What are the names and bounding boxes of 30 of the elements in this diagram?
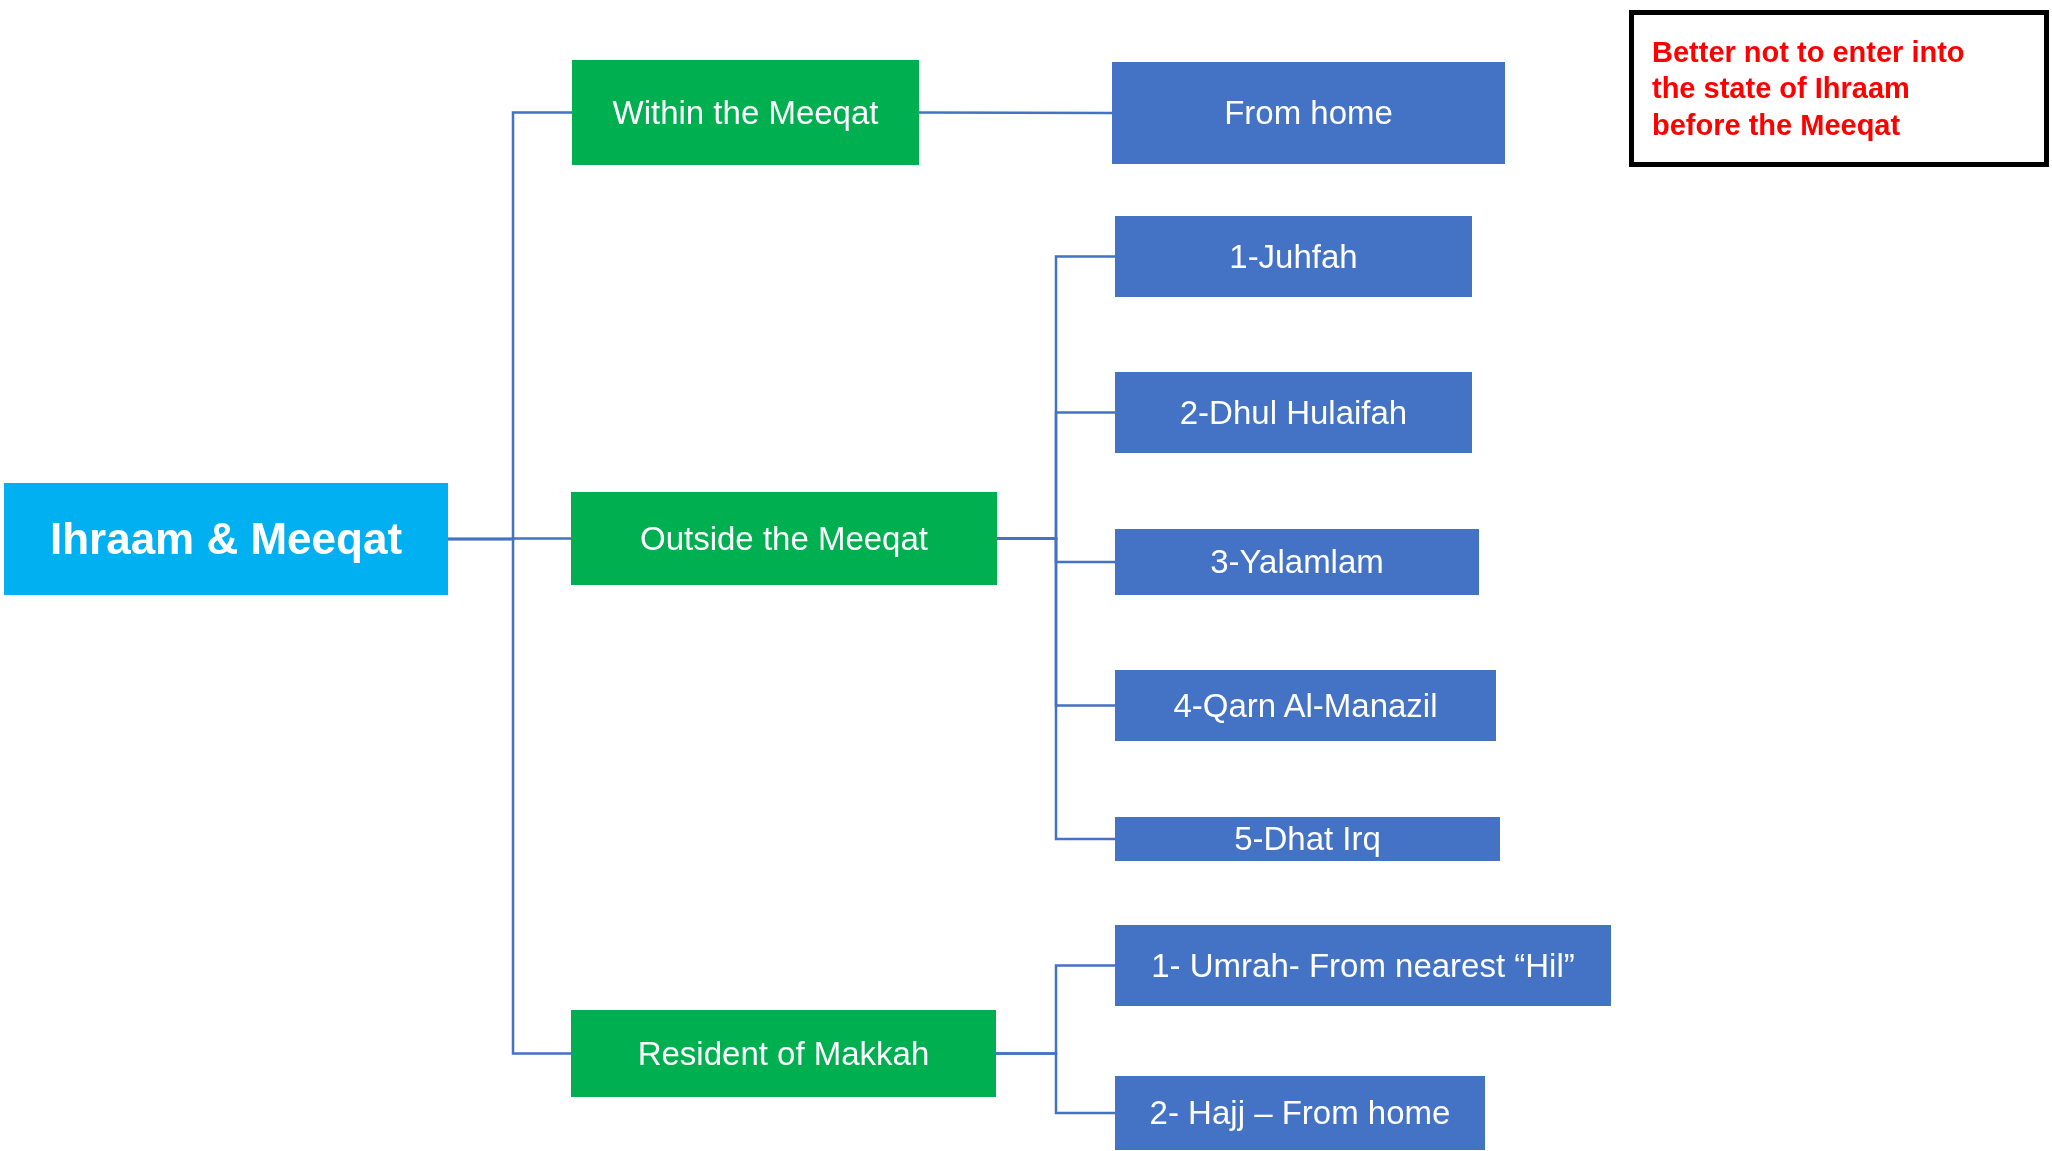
item-box — [1115, 670, 1496, 741]
node-label: From home — [1224, 94, 1393, 132]
item-box — [1115, 1076, 1485, 1150]
item-box — [1115, 529, 1479, 595]
connector-line — [919, 111, 1112, 115]
node-label: 1-Juhfah — [1229, 237, 1358, 276]
node-label: 5-Dhat Irq — [1234, 820, 1381, 858]
category-box — [572, 60, 919, 165]
node-label: Resident of Makkah — [637, 1034, 930, 1073]
node-label: Outside the Meeqat — [640, 519, 928, 558]
item-box — [1112, 62, 1505, 164]
item-box — [1115, 925, 1611, 1006]
node-label: 1- Umrah- From nearest “Hil” — [1151, 946, 1575, 985]
node-label: 2-Dhul Hulaifah — [1179, 393, 1408, 432]
note-box — [1629, 10, 2049, 167]
node-label: 3-Yalamlam — [1210, 543, 1384, 581]
item-box — [1115, 216, 1472, 297]
item-box — [1115, 817, 1500, 861]
note-text: Better not to enter into the state of Ihraam before the Meeqat — [1652, 35, 1966, 143]
category-box — [571, 492, 997, 585]
connector-line — [997, 537, 1115, 841]
node-label: 4-Qarn Al-Manazil — [1173, 686, 1438, 725]
connector-line — [996, 1052, 1115, 1115]
connector-line — [448, 537, 571, 1055]
node-label: 2- Hajj – From home — [1149, 1094, 1451, 1132]
root-box — [4, 483, 448, 595]
category-box — [571, 1010, 996, 1097]
node-label: Ihraam & Meeqat — [49, 514, 403, 564]
node-label: Within the Meeqat — [612, 93, 879, 132]
item-box — [1115, 372, 1472, 453]
